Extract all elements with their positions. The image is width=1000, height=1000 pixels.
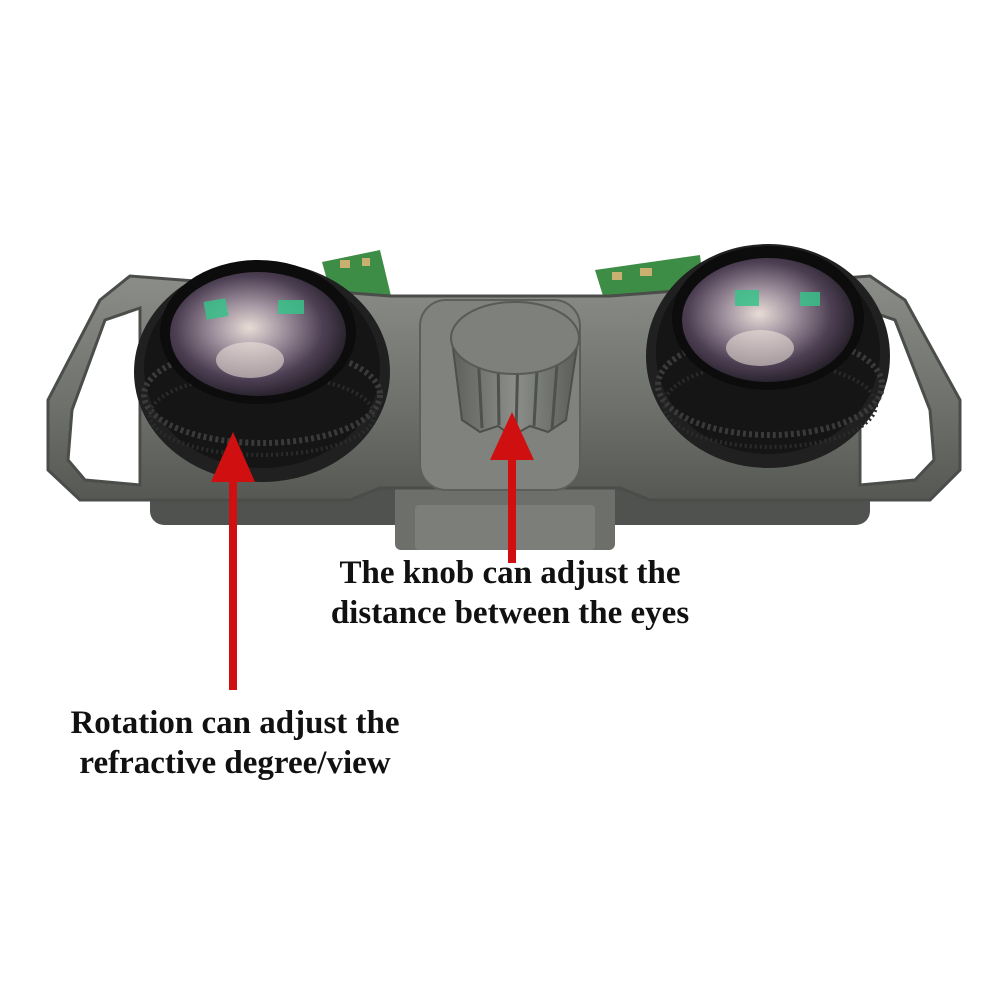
right-lens-assembly (646, 244, 890, 468)
left-lens-assembly (134, 260, 390, 482)
knob-caption-line2: distance between the eyes (330, 595, 690, 631)
rotation-arrow (211, 432, 255, 690)
knob-caption-line1: The knob can adjust the (339, 555, 681, 591)
rotation-caption-line2: refractive degree/view (79, 745, 391, 781)
rotation-caption-line1: Rotation can adjust the (70, 705, 400, 741)
knob-arrow (490, 412, 534, 563)
ipd-adjustment-knob (450, 301, 580, 438)
knob-caption: The knob can adjust the distance between… (300, 553, 720, 633)
rotation-caption: Rotation can adjust the refractive degre… (40, 703, 430, 783)
